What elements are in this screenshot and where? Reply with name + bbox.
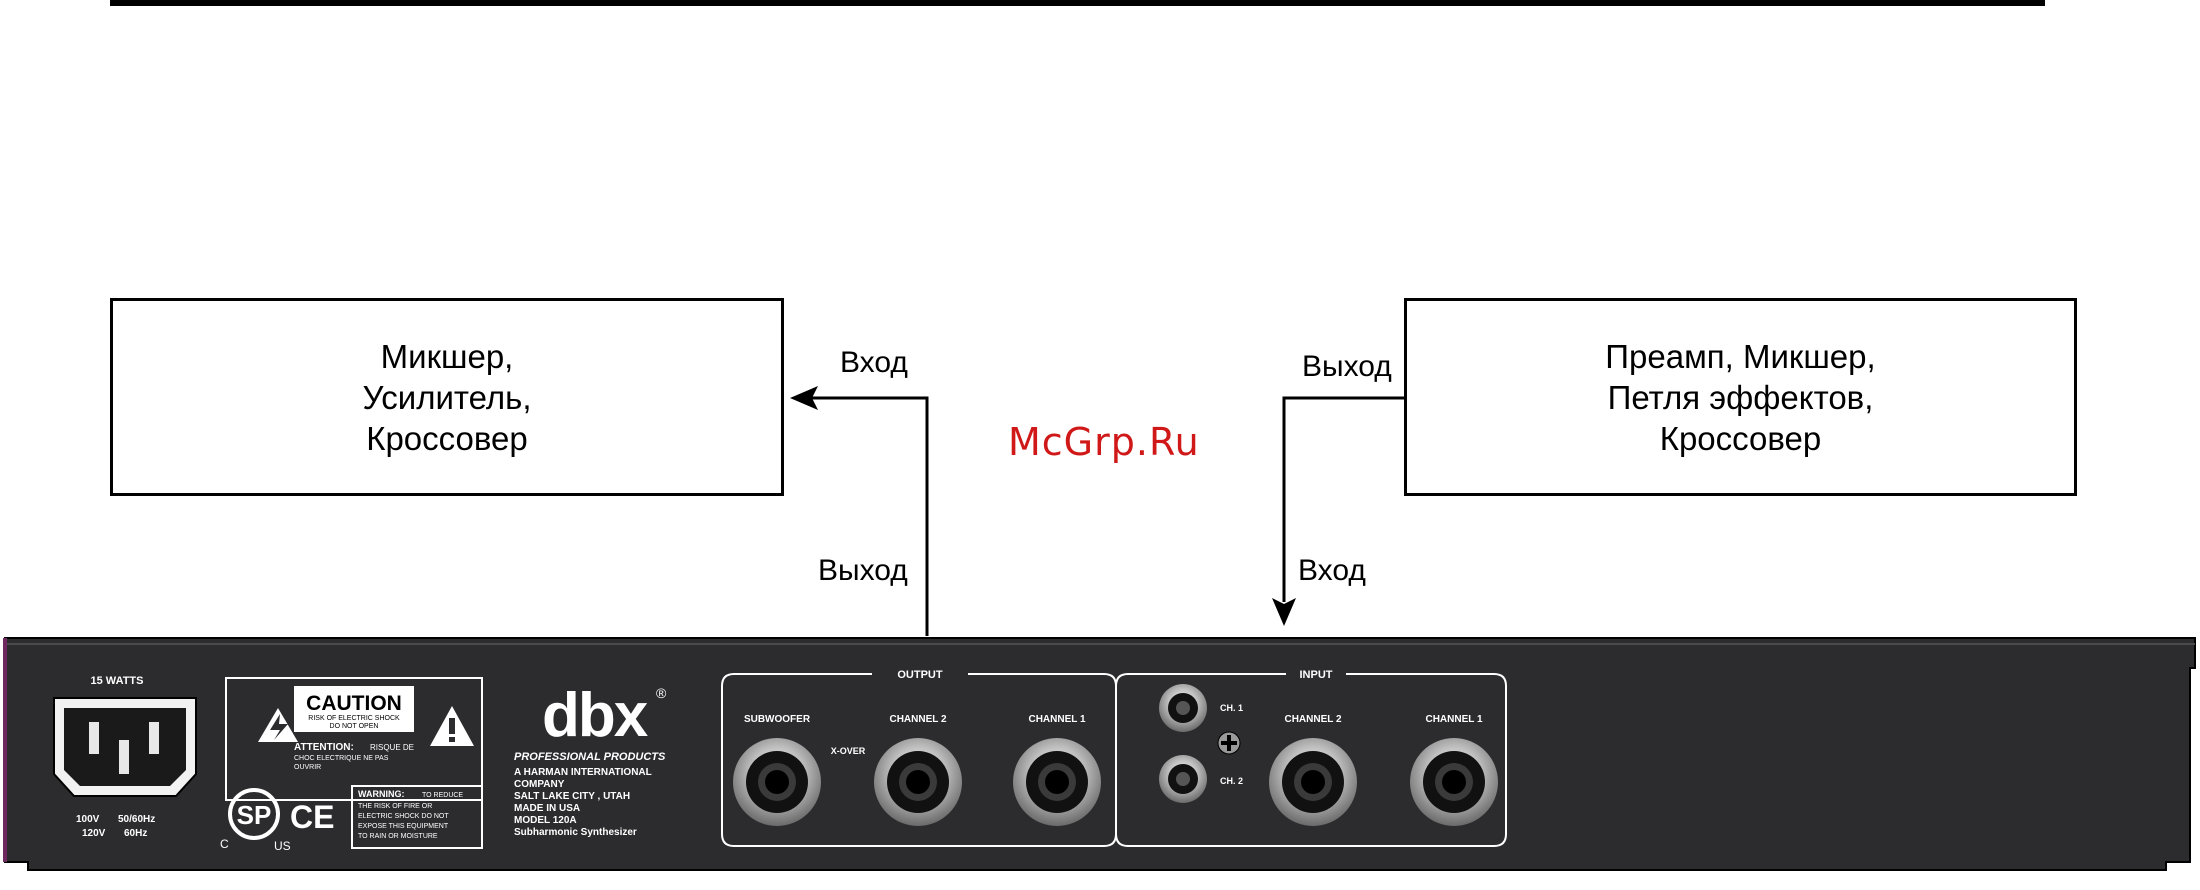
caution-title: CAUTION [306, 692, 402, 715]
brand-info-6: Subharmonic Synthesizer [514, 827, 637, 838]
source-line-1: Преамп, Микшер, [1605, 337, 1876, 375]
ch1-label: CH. 1 [1220, 703, 1243, 713]
destination-input-label: Вход [840, 346, 908, 379]
brand-info-5: MODEL 120A [514, 815, 577, 826]
brand-info-4: MADE IN USA [514, 803, 580, 814]
us-mark: US [274, 839, 291, 853]
attention-title: ATTENTION: [294, 742, 354, 753]
csa-logo-icon [228, 788, 280, 840]
subwoofer-label: SUBWOOFER [744, 714, 811, 725]
volt-100: 100V [76, 814, 100, 825]
arrowhead-left [790, 386, 818, 410]
warning-line-1: TO REDUCE [422, 792, 463, 799]
watermark: McGrp.Ru [1008, 420, 1200, 464]
input-section: INPUT CH. 1 CH. 2 CHANNEL 2 CHANNEL 1 [1115, 669, 1507, 847]
brand-info-2: COMPANY [514, 779, 565, 790]
brand-info-3: SALT LAKE CITY , UTAH [514, 791, 630, 802]
power-inlet: 15 WATTS 100V 50/60Hz 120V 60Hz [53, 675, 197, 839]
output-channel1-jack[interactable] [1013, 738, 1101, 826]
volt-120: 120V [82, 828, 106, 839]
attention-text-1: RISQUE DE [370, 743, 414, 752]
source-box: Преамп, Микшер, Петля эффектов, Кроссове… [1404, 298, 2077, 496]
power-watts: 15 WATTS [91, 675, 144, 687]
freq-60: 60Hz [124, 828, 147, 839]
c-mark: C [220, 837, 229, 851]
brand-subtitle: PROFESSIONAL PRODUCTS [514, 751, 666, 763]
warning-title: WARNING: [358, 789, 405, 799]
rear-panel: 15 WATTS 100V 50/60Hz 120V 60Hz CAUTION … [0, 636, 2200, 890]
input-wire [1272, 396, 1404, 626]
brand-block: dbx ® PROFESSIONAL PRODUCTS A HARMAN INT… [514, 681, 667, 838]
registered-mark: ® [656, 685, 667, 701]
csa-mark: SP [237, 800, 272, 830]
output-channel2-jack[interactable] [874, 738, 962, 826]
ce-mark: CE [290, 799, 334, 835]
input-channel1-label: CHANNEL 1 [1425, 714, 1482, 725]
source-line-2: Петля эффектов, [1607, 378, 1874, 416]
output-channel2-label: CHANNEL 2 [889, 714, 946, 725]
attention-text-2: CHOC ELECTRIQUE NE PAS [294, 755, 389, 762]
warning-line-3: ELECTRIC SHOCK DO NOT [358, 813, 449, 820]
input-channel1-jack[interactable] [1410, 738, 1498, 826]
input-title: INPUT [1300, 669, 1333, 681]
output-wire [790, 386, 929, 636]
subwoofer-jack[interactable] [733, 738, 821, 826]
ch2-label: CH. 2 [1220, 776, 1243, 786]
input-channel2-label: CHANNEL 2 [1284, 714, 1341, 725]
source-output-label: Выход [1302, 350, 1392, 383]
destination-line-1: Микшер, [380, 337, 514, 375]
destination-line-3: Кроссовер [366, 419, 528, 457]
destination-box: Микшер, Усилитель, Кроссовер [110, 298, 784, 496]
arrowhead-down [1272, 598, 1296, 626]
warning-line-5: TO RAIN OR MOISTURE [358, 833, 438, 840]
output-channel1-label: CHANNEL 1 [1028, 714, 1085, 725]
source-line-3: Кроссовер [1659, 419, 1822, 457]
warning-line-4: EXPOSE THIS EQUIPMENT [358, 823, 449, 830]
brand-info-1: A HARMAN INTERNATIONAL [514, 767, 652, 778]
input-channel2-jack[interactable] [1269, 738, 1357, 826]
rca-ch2-jack[interactable] [1159, 755, 1207, 803]
warning-label: WARNING: TO REDUCE THE RISK OF FIRE OR E… [351, 785, 483, 849]
caution-label: CAUTION RISK OF ELECTRIC SHOCK DO NOT OP… [225, 677, 483, 801]
certification-marks: SP C US CE [220, 788, 334, 853]
unit-input-label: Вход [1298, 554, 1366, 587]
dbx-logo: dbx [542, 681, 649, 750]
unit-output-label: Выход [818, 554, 908, 587]
caution-line-1: RISK OF ELECTRIC SHOCK [308, 715, 400, 722]
xover-label: X-OVER [831, 746, 866, 756]
freq-50-60: 50/60Hz [118, 814, 155, 825]
ground-screw-icon [1217, 731, 1241, 755]
output-title: OUTPUT [897, 669, 943, 681]
output-section: OUTPUT SUBWOOFER X-OVER CHANNEL 2 CHANNE… [721, 669, 1117, 847]
destination-line-2: Усилитель, [362, 378, 532, 416]
caution-line-2: DO NOT OPEN [330, 723, 379, 730]
attention-text-3: OUVRIR [294, 764, 321, 771]
top-rule [110, 0, 2045, 6]
rca-ch1-jack[interactable] [1159, 684, 1207, 732]
warning-line-2: THE RISK OF FIRE OR [358, 803, 432, 810]
